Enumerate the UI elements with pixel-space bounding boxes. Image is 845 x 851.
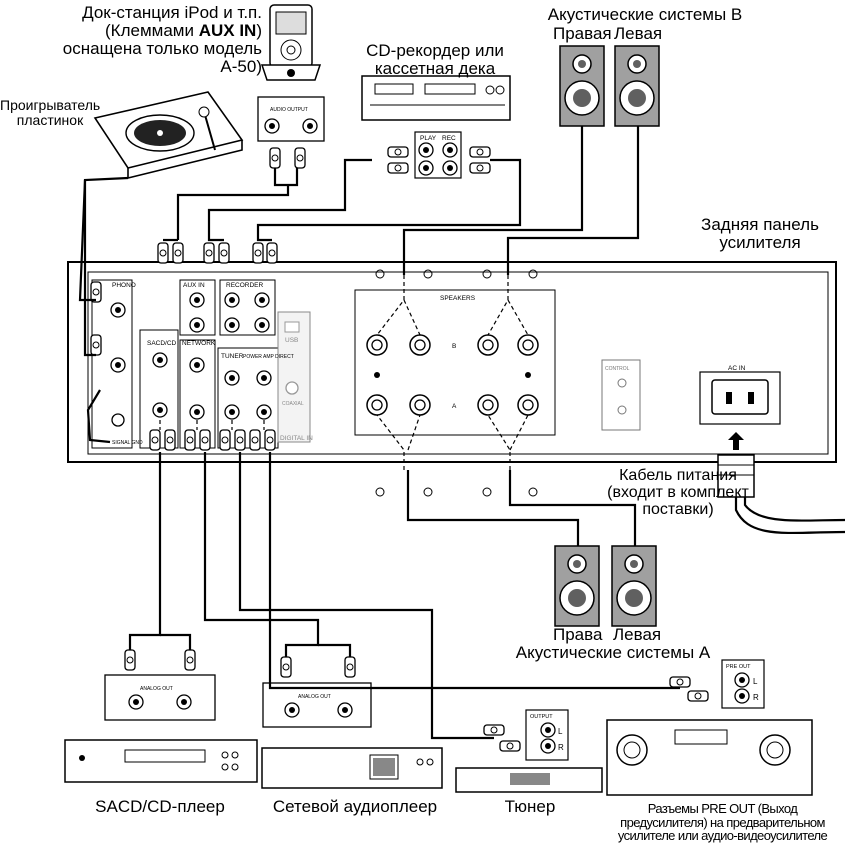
- dock-label-line3: оснащена только модель: [62, 38, 262, 58]
- panel-label-control: CONTROL: [605, 366, 630, 372]
- panel-label-coaxial: COAXIAL: [282, 401, 304, 407]
- av-receiver: [606, 659, 813, 796]
- panel-label-speakers: SPEAKERS: [440, 295, 476, 302]
- turntable-label: Проигрыватель пластинок: [0, 98, 100, 127]
- dock-label-line2: (Клеммами AUX IN): [105, 20, 262, 40]
- speakers-b-label: Акустические системы B: [520, 6, 770, 24]
- network-analog-out: ANALOG OUT: [298, 694, 331, 700]
- speakers-a: [554, 545, 657, 627]
- speakers-a-left: Левая: [613, 625, 662, 644]
- preout-line3: усилителе или аудио-видеоусилителе: [617, 828, 828, 844]
- power-cable-line3: поставки): [642, 500, 714, 518]
- panel-label-a: A: [452, 403, 457, 410]
- turntable-label-line1: Проигрыватель: [0, 97, 101, 113]
- panel-label-b: B: [452, 343, 456, 350]
- speakers-b-left: Левая: [614, 24, 663, 43]
- preout-label-block: Разъемы PRE OUT (Выход предусилителя) на…: [600, 802, 845, 843]
- panel-label-phono: PHONO: [112, 282, 136, 289]
- panel-jacks: [110, 292, 300, 427]
- speakers-b-title: Акустические системы B: [547, 5, 743, 24]
- panel-label-signal-gnd: SIGNAL GND: [112, 440, 143, 446]
- speakers-b-right: Правая: [553, 24, 612, 43]
- network-player: [261, 656, 443, 789]
- sacd-player: [64, 649, 258, 783]
- sacd-analog-out: ANALOG OUT: [140, 686, 173, 692]
- speaker-terminals: [366, 334, 627, 416]
- recorder-label-line2: кассетная дека: [374, 58, 496, 78]
- preout-line1: Разъемы PRE OUT (Выход: [647, 801, 798, 816]
- panel-label-recorder: RECORDER: [226, 282, 264, 289]
- network-player-label: Сетевой аудиоплеер: [272, 797, 438, 816]
- panel-label-tuner: TUNER: [221, 353, 244, 360]
- cables: [78, 126, 845, 740]
- rear-panel-line1: Задняя панель: [701, 215, 819, 234]
- speakers-a-title: Акустические системы A: [515, 643, 711, 662]
- preout-line2: предусилителя) на предварительном: [620, 814, 825, 830]
- panel-label-digital-in: DIGITAL IN: [280, 435, 313, 442]
- recorder-label: CD-рекордер или кассетная дека: [355, 42, 515, 78]
- rear-panel: [67, 261, 837, 463]
- rec-play-label: PLAY: [420, 135, 437, 142]
- speakers-b: [559, 45, 660, 127]
- power-cable-line2: (входит в комплект: [607, 483, 749, 501]
- recorder-label-line1: CD-рекордер или: [366, 41, 504, 60]
- panel-label-pad: POWER AMP DIRECT: [243, 354, 294, 360]
- power-cable-line1: Кабель питания: [619, 467, 737, 484]
- ipod-dock: [257, 4, 325, 169]
- panel-label-network: NETWORK: [182, 340, 216, 347]
- power-cable-label: Кабель питания (входит в комплект постав…: [578, 467, 778, 518]
- sacd-player-label: SACD/CD-плеер: [95, 797, 225, 816]
- dock-audio-output: AUDIO OUTPUT: [270, 107, 308, 113]
- tuner-r: R: [558, 743, 564, 752]
- rear-panel-line2: усилителя: [719, 232, 801, 252]
- turntable: [93, 91, 244, 180]
- panel-labels: PHONO AUX IN RECORDER SACD/CD NETWORK TU…: [112, 107, 759, 752]
- dock-label: Док-станция iPod и т.п. (Клеммами AUX IN…: [40, 4, 262, 75]
- tuner-output-label: OUTPUT: [530, 714, 553, 720]
- tuner: [455, 709, 603, 793]
- dashed-routing: [159, 275, 529, 470]
- rear-panel-label: Задняя панель усилителя: [685, 216, 835, 252]
- dock-label-line4: A-50): [220, 56, 262, 76]
- preout-l: L: [753, 677, 758, 686]
- speakers-a-right: Права: [553, 625, 603, 644]
- preout-label: PRE OUT: [726, 664, 751, 670]
- panel-label-ac-in: AC IN: [728, 365, 746, 372]
- preout-r: R: [753, 693, 759, 702]
- polarity-marks: [375, 269, 538, 497]
- panel-label-sacd: SACD/CD: [147, 340, 177, 347]
- cd-recorder: [361, 75, 511, 179]
- rec-rec-label: REC: [442, 135, 456, 142]
- tuner-label: Тюнер: [504, 797, 556, 816]
- turntable-label-line2: пластинок: [16, 111, 84, 128]
- tuner-l: L: [558, 727, 563, 736]
- dock-label-line1: Док-станция iPod и т.п.: [82, 3, 262, 22]
- panel-label-aux-in: AUX IN: [183, 282, 205, 289]
- panel-label-usb: USB: [285, 337, 298, 344]
